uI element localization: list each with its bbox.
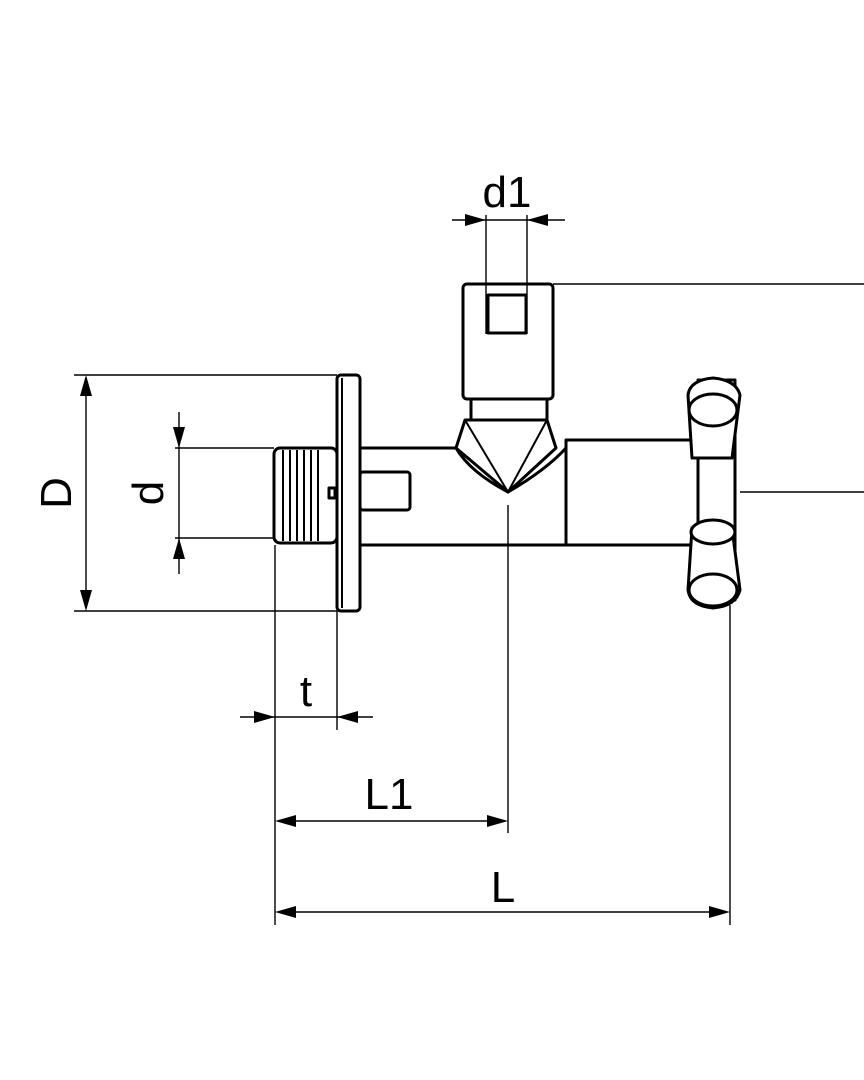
dimension-lines [74, 214, 864, 925]
label-d1: d1 [483, 168, 532, 217]
label-t: t [300, 667, 312, 716]
spindle-housing [564, 438, 700, 547]
thread-connector [272, 446, 339, 545]
outlet-neck [469, 397, 549, 422]
dim-t-arrow-left [254, 711, 275, 723]
cross-handle [686, 376, 742, 610]
dim-L-arrow-right [709, 906, 730, 918]
handle-top-lobe [689, 518, 737, 546]
dim-d-arrow-bottom [173, 538, 185, 559]
dim-d-arrow-top [173, 427, 185, 448]
dimension-labels: d1 D d t L1 L [32, 168, 531, 912]
dim-D-arrow-bottom [80, 590, 92, 611]
handle-lower-knob [687, 572, 739, 608]
inlet-stub [358, 470, 412, 512]
dim-D-arrow-top [80, 375, 92, 396]
outlet-bore [486, 293, 528, 335]
dim-d1-arrow-left [465, 214, 486, 226]
label-L1: L1 [365, 770, 414, 819]
dim-L-arrow-left [275, 906, 296, 918]
valve-body [358, 282, 700, 547]
dim-d1-arrow-right [527, 214, 548, 226]
dim-t-arrow-right [337, 711, 358, 723]
wall-flange [335, 373, 362, 613]
flange-plate [335, 373, 362, 613]
dim-L1-arrow-left [275, 815, 296, 827]
label-D: D [32, 477, 81, 509]
handle-upper-knob [687, 392, 739, 428]
label-L: L [491, 863, 515, 912]
outlet-cone-facet [464, 419, 548, 495]
thread-marker [327, 486, 337, 500]
label-d: d [124, 481, 173, 505]
dim-L1-arrow-right [487, 815, 508, 827]
